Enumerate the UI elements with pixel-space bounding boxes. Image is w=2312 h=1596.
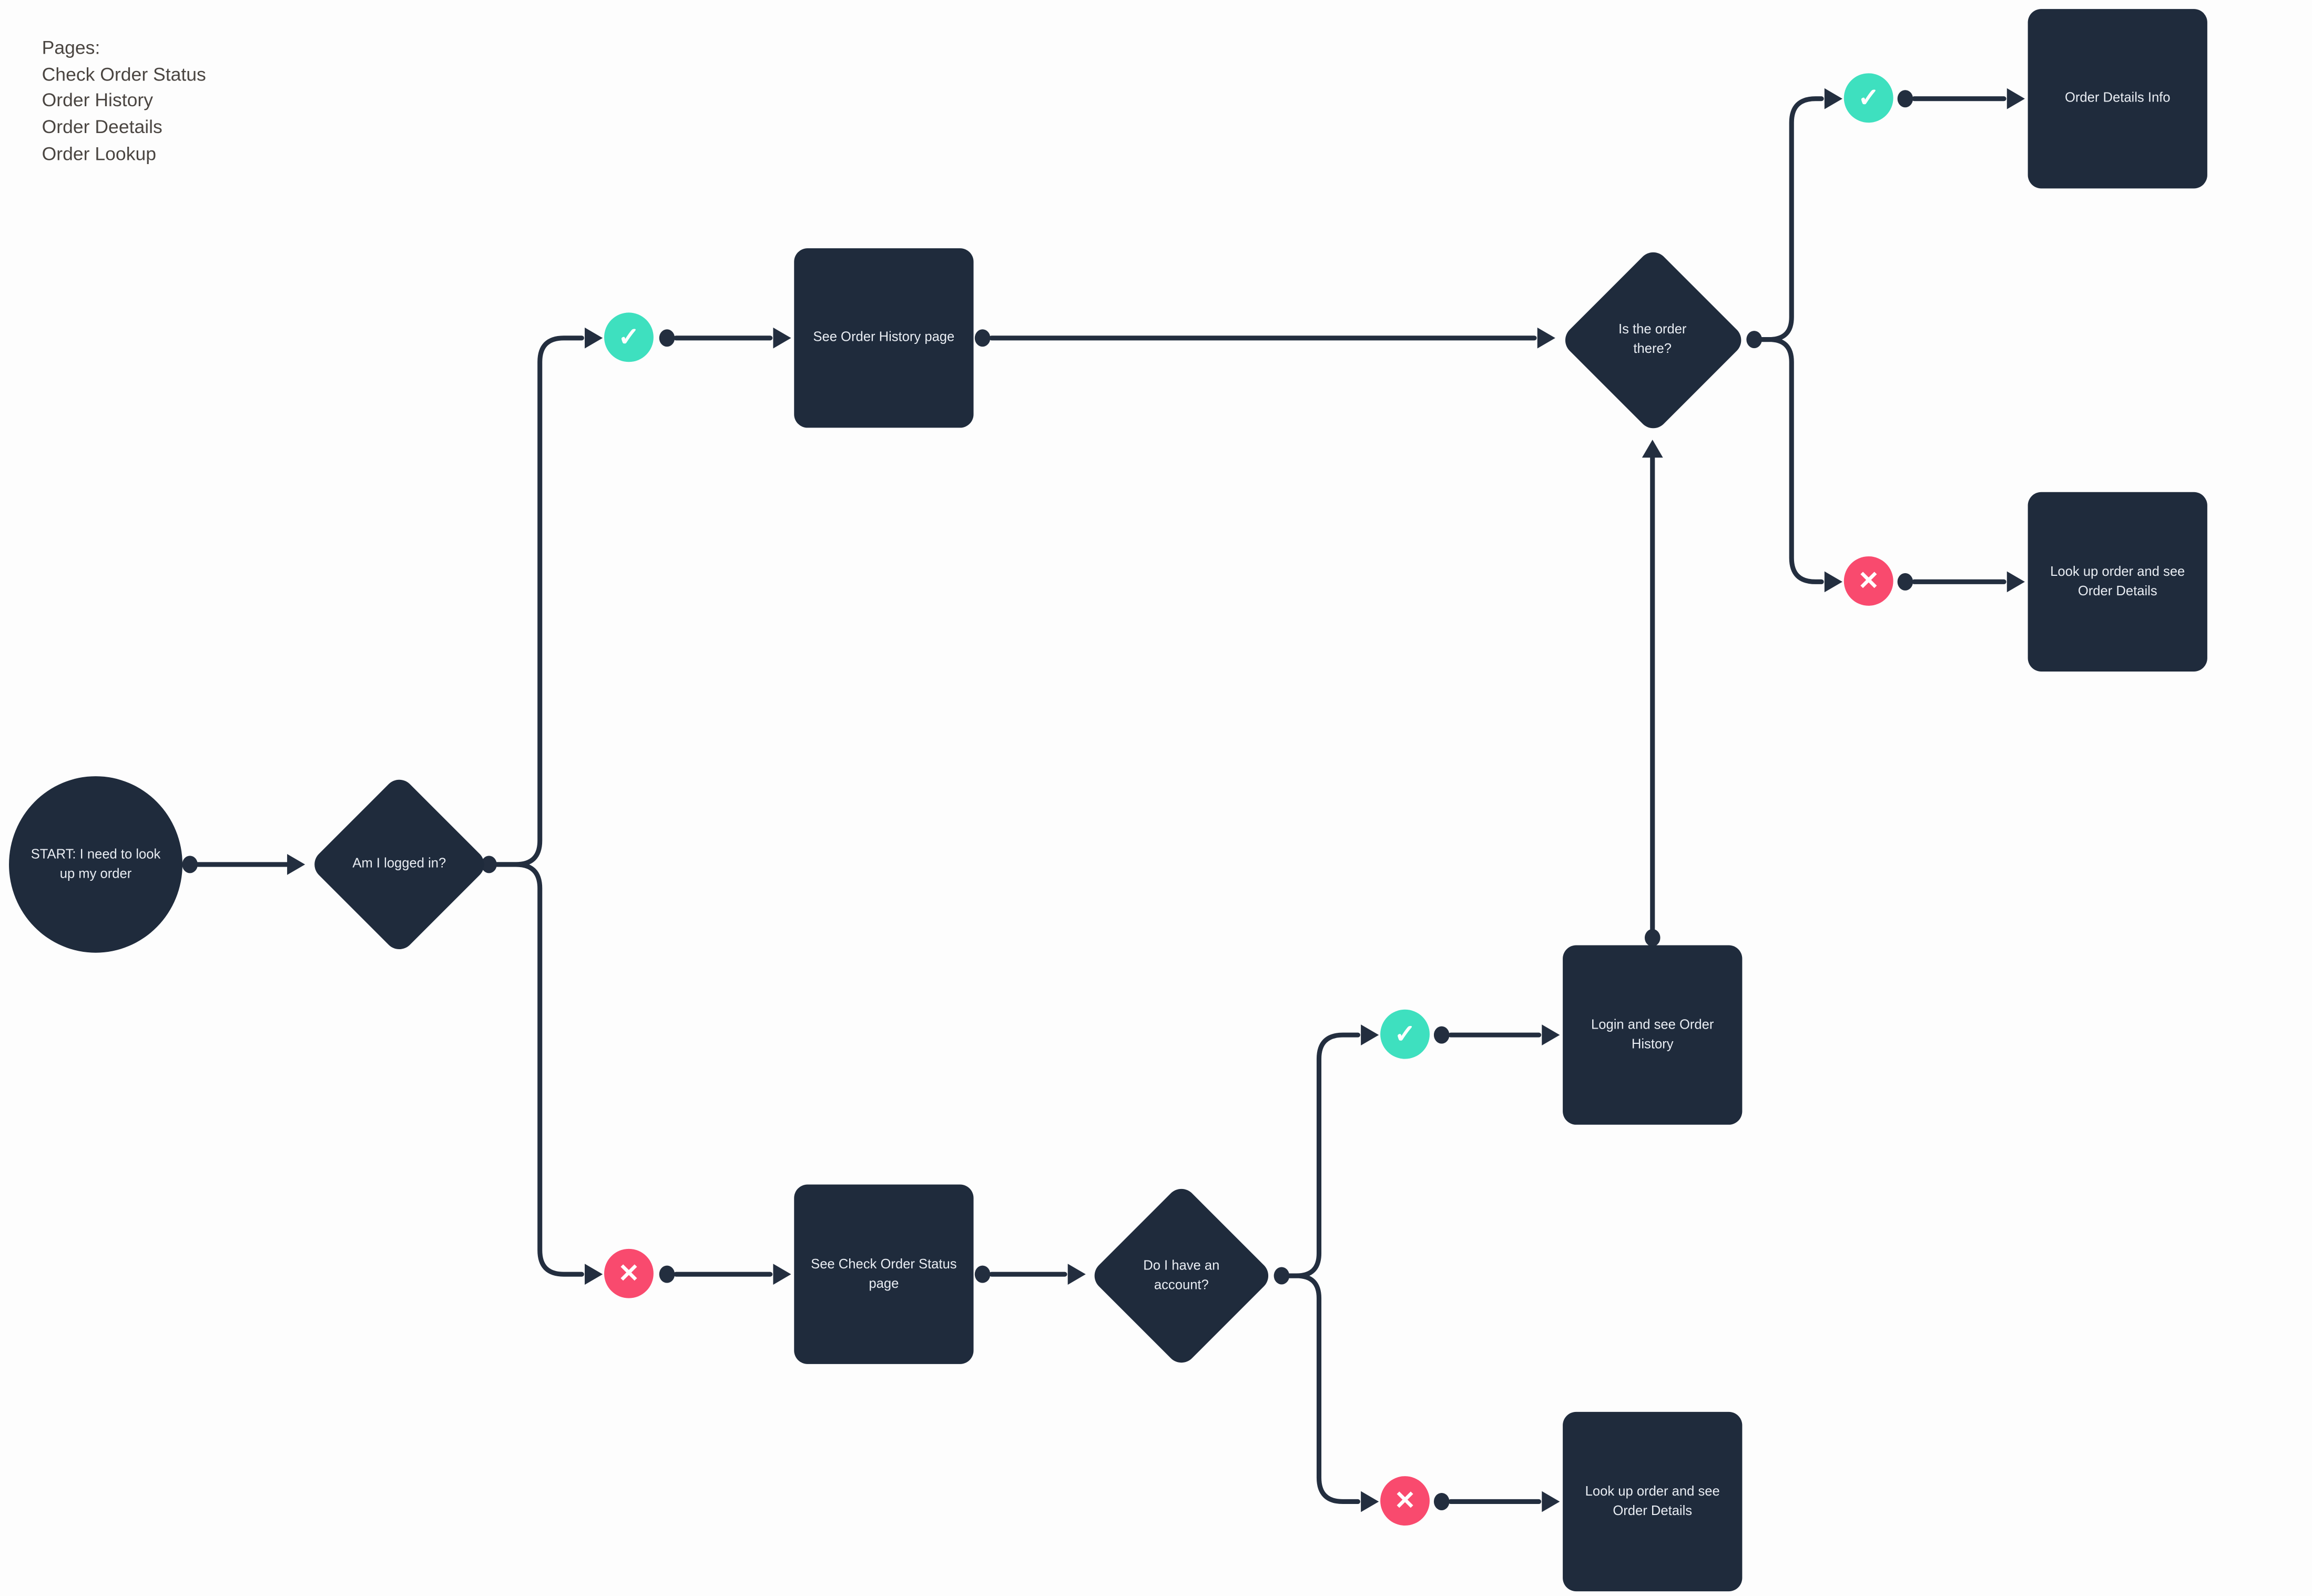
arrowhead (1642, 440, 1663, 458)
connector-dot (481, 856, 497, 873)
arrowhead (287, 853, 305, 875)
no-x-icon[interactable]: ✕ (604, 1248, 654, 1298)
no-x-icon[interactable]: ✕ (1380, 1476, 1430, 1526)
node-label: Login and see Order History (1591, 1016, 1714, 1052)
start-node[interactable]: START: I need to look up my order (9, 776, 182, 953)
node-label: Look up order and see Order Details (1585, 1483, 1720, 1518)
arrowhead (1542, 1491, 1560, 1512)
arrowhead (1361, 1024, 1379, 1046)
arrowhead (585, 327, 603, 349)
connector-dot (1433, 1026, 1450, 1044)
connector-dot (659, 1265, 675, 1283)
node-label: See Check Order Status page (811, 1256, 957, 1291)
connector-dot (974, 1265, 991, 1283)
decision-am-i-logged-in[interactable]: Am I logged in? (308, 773, 491, 955)
pages-note-item: Order History (42, 90, 154, 111)
process-see-check-order-status[interactable]: See Check Order Status page (794, 1184, 974, 1364)
process-login-see-order-history[interactable]: Login and see Order History (1563, 945, 1743, 1125)
pages-note-title: Pages: (42, 37, 100, 58)
decision-do-i-have-account[interactable]: Do I have an account? (1088, 1183, 1275, 1369)
arrowhead (2007, 88, 2025, 109)
connector-dot (1274, 1267, 1290, 1285)
connector-dot (1746, 331, 1762, 349)
connector (1287, 1273, 1360, 1504)
process-order-details-info[interactable]: Order Details Info (2028, 9, 2207, 189)
pages-note: Pages: Check Order Status Order History … (42, 36, 206, 168)
connector (494, 336, 584, 867)
process-lookup-order-top[interactable]: Look up order and see Order Details (2028, 492, 2207, 672)
connector-dot (1433, 1492, 1450, 1510)
node-label: Is the order there? (1618, 321, 1687, 356)
arrowhead (1067, 1264, 1086, 1285)
arrowhead (773, 1264, 791, 1285)
arrowhead (1542, 1024, 1560, 1046)
arrowhead (1824, 571, 1842, 593)
arrowhead (1361, 1491, 1379, 1512)
connector-dot (659, 329, 675, 347)
connector (1287, 1032, 1360, 1278)
connector (1759, 96, 1824, 342)
check-glyph: ✓ (618, 323, 640, 352)
node-label: See Order History page (813, 330, 955, 345)
node-label: Am I logged in? (352, 856, 446, 871)
arrowhead (773, 327, 791, 349)
connector-dot (1897, 573, 1913, 591)
yes-check-icon[interactable]: ✓ (604, 312, 654, 362)
connector-dot (182, 856, 198, 873)
no-x-icon[interactable]: ✕ (1844, 556, 1893, 606)
connector (494, 862, 584, 1277)
connector-dot (1644, 929, 1661, 947)
x-glyph: ✕ (1858, 566, 1879, 595)
pages-note-item: Check Order Status (42, 64, 206, 85)
node-label: Order Details Info (2064, 90, 2171, 106)
node-label: Look up order and see Order Details (2050, 564, 2185, 598)
x-glyph: ✕ (618, 1259, 640, 1288)
connector-dot (1897, 90, 1913, 108)
connector-dot (974, 329, 991, 347)
pages-note-item: Order Deetails (42, 117, 162, 138)
check-glyph: ✓ (1858, 84, 1879, 113)
yes-check-icon[interactable]: ✓ (1844, 73, 1893, 123)
process-see-order-history[interactable]: See Order History page (794, 248, 974, 428)
yes-check-icon[interactable]: ✓ (1380, 1009, 1430, 1059)
node-label: Do I have an account? (1143, 1257, 1220, 1293)
x-glyph: ✕ (1394, 1487, 1416, 1516)
arrowhead (1824, 88, 1842, 109)
process-lookup-order-bottom[interactable]: Look up order and see Order Details (1563, 1411, 1743, 1592)
check-glyph: ✓ (1394, 1020, 1416, 1049)
node-label: START: I need to look up my order (30, 846, 161, 881)
arrowhead (1537, 327, 1555, 349)
pages-note-item: Order Lookup (42, 143, 157, 165)
arrowhead (2007, 571, 2025, 593)
arrowhead (585, 1264, 603, 1285)
connector (1759, 337, 1824, 584)
decision-is-order-there[interactable]: Is the order there? (1558, 245, 1747, 434)
